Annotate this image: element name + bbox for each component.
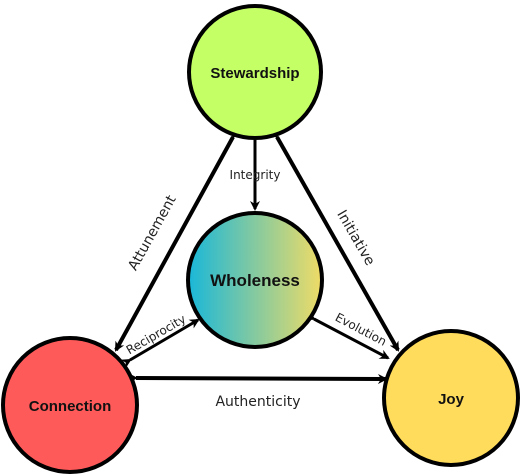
connection-circle [1,336,139,474]
edge-reciprocity [120,318,200,369]
node-wholeness: Wholeness [186,211,324,349]
edge-authenticity [127,372,388,384]
wholeness-label: Wholeness [210,271,300,290]
label-attunement: Attunement [125,192,180,273]
wholeness-circle [186,211,324,349]
joy-circle [382,329,520,467]
node-connection: Connection [1,336,139,474]
stewardship-label: Stewardship [210,65,299,82]
edge-attunement [114,127,242,352]
node-joy: Joy [382,329,520,467]
inner-edges [120,140,390,369]
node-stewardship: Stewardship [187,4,323,140]
label-authenticity: Authenticity [215,394,300,410]
stewardship-circle [187,4,323,140]
label-integrity: Integrity [230,168,281,182]
edge-evolution [304,310,390,360]
connection-label: Connection [29,398,112,415]
label-initiative: Initiative [333,208,377,269]
joy-label: Joy [438,391,465,408]
